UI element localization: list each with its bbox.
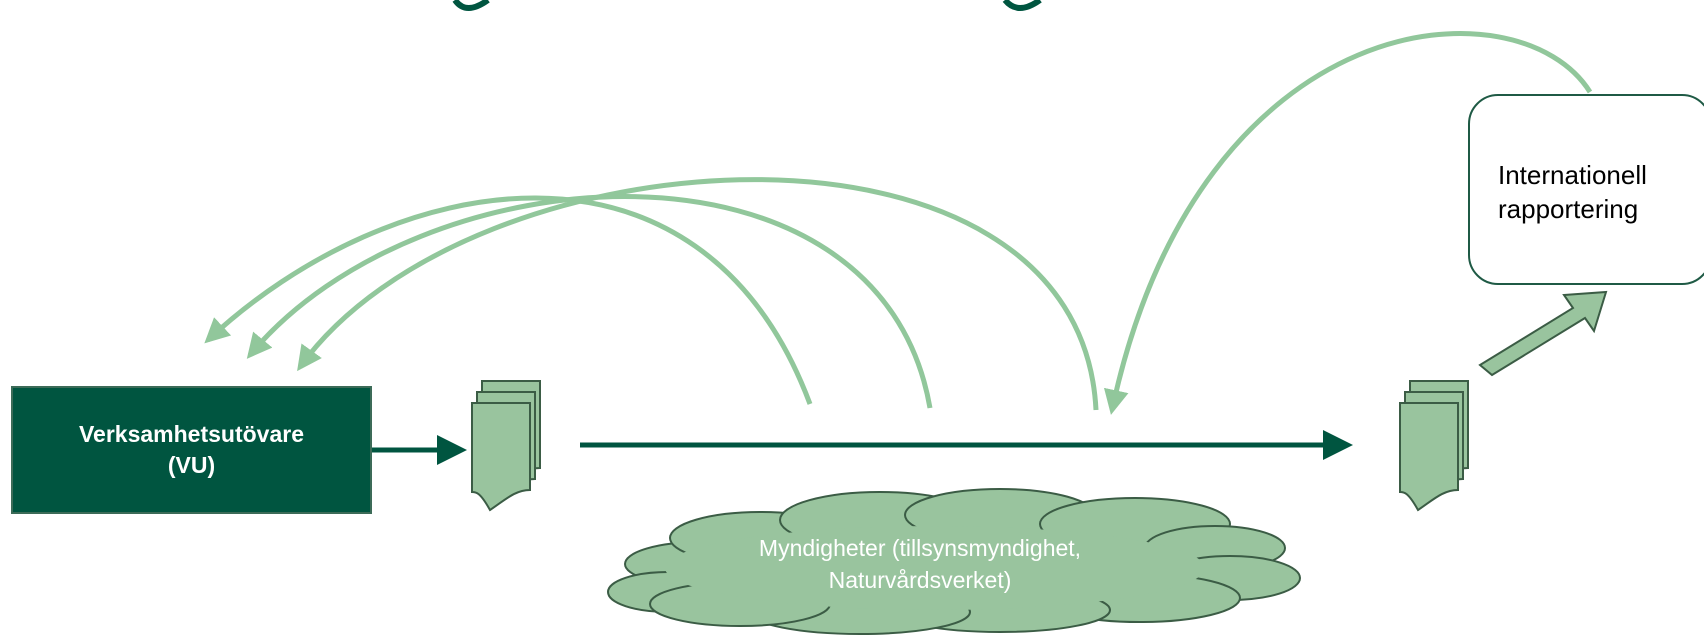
feedback-curve-2 <box>246 194 933 409</box>
international-reporting-box: Internationell rapportering <box>1468 94 1704 285</box>
top-cutoff-shape-left <box>452 0 490 11</box>
document-stack-left <box>471 380 541 512</box>
authorities-cloud <box>607 488 1301 635</box>
operator-label-line2: (VU) <box>167 452 216 478</box>
operator-box: Verksamhetsutövare (VU) <box>11 386 372 514</box>
top-cutoff-shape-right <box>1002 0 1042 11</box>
operator-label-line1: Verksamhetsutövare <box>78 421 304 447</box>
international-label-line1: Internationell <box>1498 160 1647 190</box>
authorities-label-line1: Myndigheter (tillsynsmyndighet, <box>758 535 1082 561</box>
authorities-label-line2: Naturvårdsverket) <box>828 567 1012 593</box>
feedback-curve-1 <box>204 195 813 405</box>
document-stack-right <box>1399 380 1469 512</box>
feedback-curve-3 <box>297 177 1099 411</box>
authorities-label: Myndigheter (tillsynsmyndighet, Naturvår… <box>690 532 1150 596</box>
international-feedback-curve <box>1103 31 1593 415</box>
international-label-line2: rapportering <box>1498 194 1639 224</box>
block-arrow-to-international <box>1478 290 1608 377</box>
